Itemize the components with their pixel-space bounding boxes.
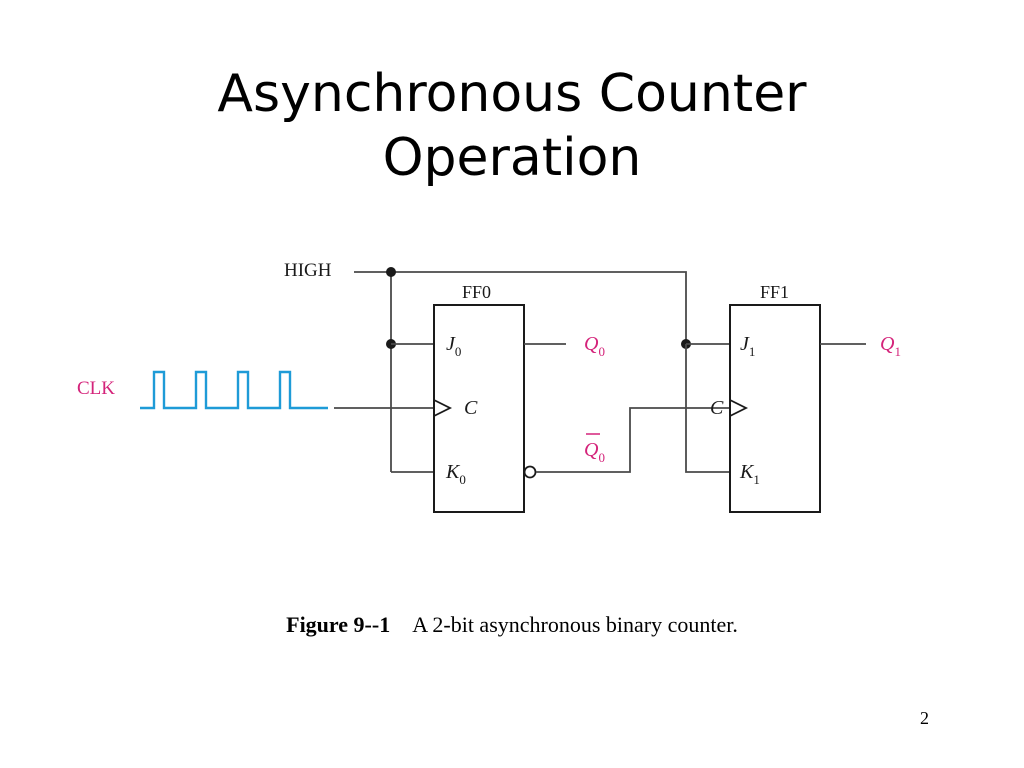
- high-junction-dot: [386, 267, 396, 277]
- slide-title: Asynchronous Counter Operation: [0, 62, 1024, 190]
- q0bar-label: Q0: [584, 439, 605, 465]
- ff1-k-label: K1: [739, 461, 760, 487]
- q1-label: Q1: [880, 333, 901, 359]
- ff0-clock-triangle: [433, 399, 453, 417]
- q0bar-to-c1-wire: [536, 407, 730, 473]
- ff1-c-label: C: [710, 397, 724, 419]
- ff1-name-label: FF1: [760, 282, 789, 302]
- q0bar-inversion-bubble: [523, 465, 537, 479]
- slide-title-line-1: Asynchronous Counter: [217, 64, 807, 124]
- figure-number: Figure 9--1: [286, 612, 391, 637]
- figure-caption-text: A 2-bit asynchronous binary counter.: [412, 612, 738, 637]
- high-wire: [354, 271, 687, 344]
- ff0-j-label: J0: [446, 333, 461, 359]
- q0-label: Q0: [584, 333, 605, 359]
- clk-label: CLK: [77, 378, 115, 399]
- ff0-k-label: K0: [445, 461, 466, 487]
- high-label: HIGH: [284, 260, 332, 281]
- counter-circuit-diagram: HIGH CLK FF0 J0 C K0 Q0 Q0 FF1 J1 C K1 Q…: [77, 260, 901, 513]
- ff0-name-label: FF0: [462, 282, 491, 302]
- ff1-clock-triangle: [729, 399, 749, 417]
- figure-caption: Figure 9--1 A 2-bit asynchronous binary c…: [0, 612, 1024, 638]
- page-number: 2: [920, 708, 929, 728]
- slide-title-line-2: Operation: [382, 128, 642, 188]
- ff1-j-label: J1: [740, 333, 755, 359]
- ff0-c-label: C: [464, 397, 478, 419]
- k1-wire: [685, 344, 730, 473]
- clock-waveform: [140, 370, 328, 410]
